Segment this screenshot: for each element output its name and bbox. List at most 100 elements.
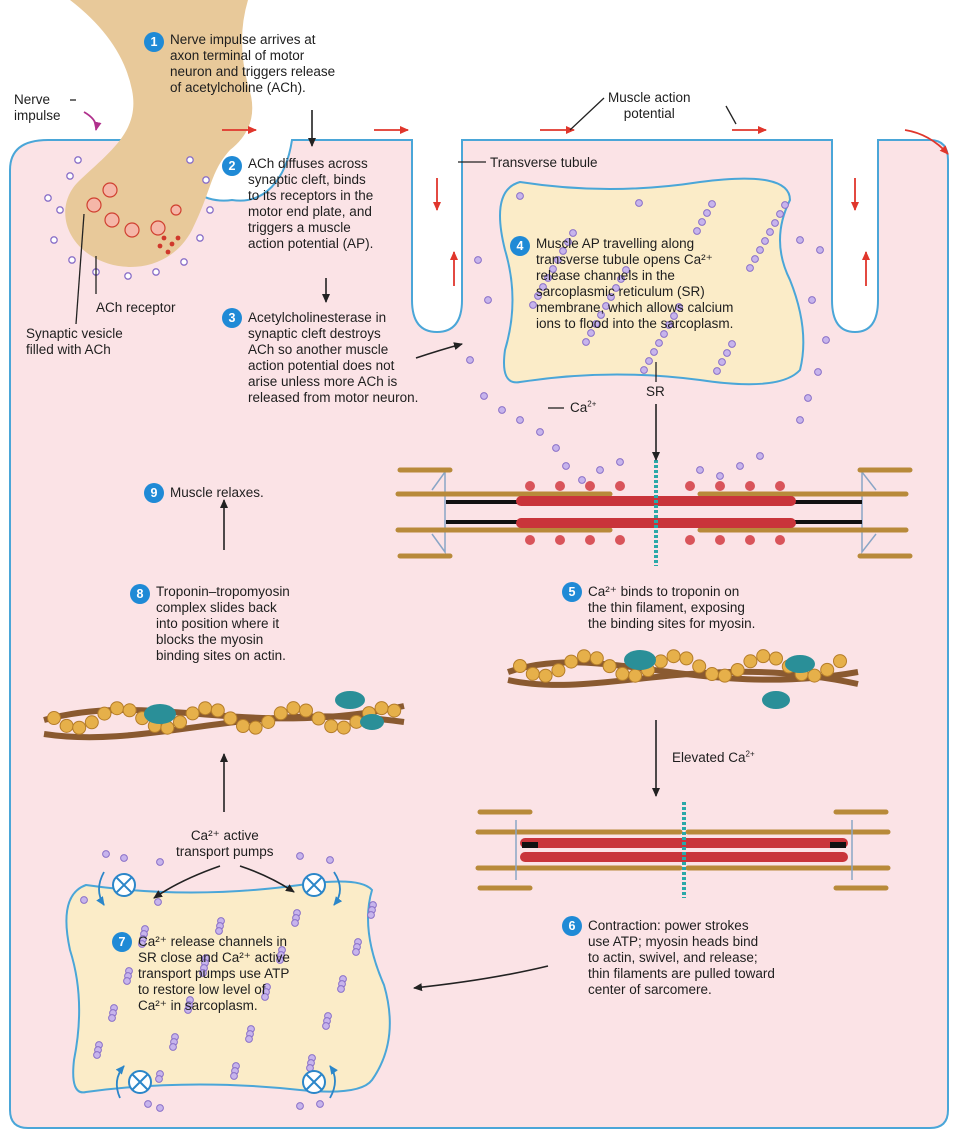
calcium-ion [480, 392, 488, 400]
calcium-ion [154, 898, 162, 906]
actin-bead [743, 654, 758, 669]
actin-bead [387, 703, 402, 718]
calcium-ion [597, 311, 605, 319]
actin-bead [602, 659, 617, 674]
text-line: axon terminal of motor [170, 48, 305, 63]
calcium-ion [617, 275, 625, 283]
actin-bead [666, 649, 681, 664]
actin-bead [286, 701, 301, 716]
actin-bead [551, 663, 566, 678]
actin-bead [705, 667, 719, 682]
sarcoplasmic-reticulum [499, 177, 805, 386]
text-line: Ca²⁺ release channels in [138, 934, 287, 949]
actin-bead [807, 668, 822, 683]
calcium-charge: 2+ [745, 749, 755, 759]
calcium-pumps [112, 873, 326, 1094]
calcium-ion [498, 406, 506, 414]
actin-bead [59, 718, 74, 733]
text-line: transport pumps [176, 844, 274, 859]
calcium-ion [814, 368, 822, 376]
step-7-text: Ca²⁺ release channels in SR close and Ca… [138, 934, 290, 1014]
calcium-ion [184, 1006, 192, 1014]
text-line: binding sites on actin. [156, 648, 286, 663]
calcium-ion [245, 1035, 253, 1043]
calcium-ion [534, 292, 542, 300]
calcium-ion [564, 238, 572, 246]
calcium-ion [703, 209, 711, 217]
actin-bead [273, 706, 288, 721]
calcium-ion [544, 274, 552, 282]
calcium-ion [716, 472, 724, 480]
text-line: transverse tubule opens Ca²⁺ [536, 252, 713, 267]
text-line: center of sarcomere. [588, 982, 712, 997]
step-badge: 9 [144, 483, 164, 503]
calcium-ion [756, 246, 764, 254]
calcium-ion [276, 956, 284, 964]
calcium-label: Ca2+ [570, 400, 596, 416]
synaptic-vesicles [86, 182, 182, 238]
text-line: thin filaments are pulled toward [588, 966, 775, 981]
text-line: Muscle action [608, 90, 691, 105]
sarcomere-contracted [475, 802, 891, 898]
actin-bead [336, 720, 351, 735]
calcium-ion [582, 338, 590, 346]
calcium-ion [781, 201, 789, 209]
calcium-ion [761, 237, 769, 245]
nerve-impulse-label: Nerve impulse [14, 92, 61, 124]
elevated-calcium-label: Elevated Ca2+ [672, 750, 755, 766]
calcium-ion [808, 296, 816, 304]
calcium-ion [698, 218, 706, 226]
calcium-ion [776, 210, 784, 218]
calcium-ion [367, 911, 375, 919]
calcium-ion [549, 265, 557, 273]
sr-label: SR [646, 384, 665, 399]
actin-bead [769, 651, 783, 666]
actin-bead [210, 703, 225, 718]
calcium-ion [316, 1100, 324, 1108]
actin-bead [311, 711, 326, 726]
calcium-ion [120, 854, 128, 862]
calcium-ion [138, 940, 146, 948]
calcium-ion [816, 246, 824, 254]
calcium-ion [291, 919, 299, 927]
calcium-ion [822, 336, 830, 344]
step-8-text: Troponin–tropomyosin complex slides back… [156, 584, 290, 664]
text-line: to restore low level of [138, 982, 266, 997]
calcium-ion [746, 264, 754, 272]
text-line: ACh so another muscle [248, 342, 389, 357]
calcium-ion [670, 312, 678, 320]
text-line: triggers a muscle [248, 220, 351, 235]
calcium-label-text: Ca [570, 400, 588, 415]
calcium-ion [728, 340, 736, 348]
actin-bead [223, 711, 238, 726]
actin-bead [122, 703, 137, 718]
text-line: Synaptic vesicle [26, 326, 123, 341]
actin-bead [72, 720, 87, 735]
calcium-ion [569, 229, 577, 237]
actin-bead [97, 706, 112, 721]
calcium-ion [708, 200, 716, 208]
calcium-charge: 2+ [587, 399, 597, 409]
calcium-ion [718, 358, 726, 366]
calcium-ions-low [80, 850, 377, 1112]
text-line: Ca²⁺ binds to troponin on [588, 584, 740, 599]
actin-bead [833, 654, 847, 669]
actin-bead [236, 719, 250, 734]
calcium-ion [622, 266, 630, 274]
calcium-ion [93, 1051, 101, 1059]
text-line: Nerve impulse arrives at [170, 32, 316, 47]
calcium-ion [751, 255, 759, 263]
text-line: Ca²⁺ active [190, 828, 259, 843]
text-line: synaptic cleft destroys [248, 326, 381, 341]
actin-bead [577, 649, 591, 664]
text-line: membrane, which allows calcium [536, 300, 734, 315]
text-line: blocks the myosin [156, 632, 264, 647]
axon-terminal [65, 0, 253, 267]
transverse-tubule-label: Transverse tubule [490, 155, 598, 170]
step-6-text: Contraction: power strokes use ATP; myos… [588, 918, 775, 998]
calcium-ion [169, 1043, 177, 1051]
text-line: Muscle AP travelling along [536, 236, 695, 251]
calcium-ion [516, 192, 524, 200]
